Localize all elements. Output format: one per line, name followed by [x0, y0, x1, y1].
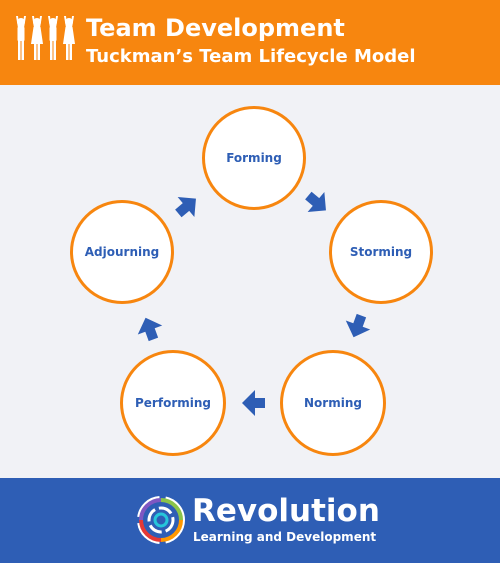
stage-label: Performing: [135, 396, 211, 410]
stage-norming: Norming: [280, 350, 386, 456]
brand-name: Revolution: [192, 493, 380, 529]
arrow-icon: [242, 390, 265, 416]
stage-performing: Performing: [120, 350, 226, 456]
stage-storming: Storming: [329, 200, 433, 304]
team-people-icon: [16, 16, 75, 60]
header-banner: Team Development Tuckman’s Team Lifecycl…: [0, 0, 500, 85]
arrow-icon: [133, 313, 166, 344]
stage-forming: Forming: [202, 106, 306, 210]
arrow-icon: [341, 311, 374, 342]
stage-label: Adjourning: [84, 245, 160, 259]
stage-adjourning: Adjourning: [70, 200, 174, 304]
arrow-icon: [169, 188, 205, 224]
page-subtitle: Tuckman’s Team Lifecycle Model: [86, 46, 416, 67]
stage-label: Forming: [226, 151, 282, 165]
footer-banner: Revolution Learning and Development: [0, 478, 500, 563]
stage-label: Storming: [349, 245, 413, 259]
stage-label: Norming: [304, 396, 362, 410]
brand-tagline: Learning and Development: [193, 530, 377, 544]
lifecycle-diagram: Forming Storming Norming Performing Adjo…: [0, 85, 500, 478]
arrow-icon: [299, 185, 335, 221]
page-title: Team Development: [86, 14, 345, 42]
revolution-swirl-logo: [137, 496, 185, 544]
